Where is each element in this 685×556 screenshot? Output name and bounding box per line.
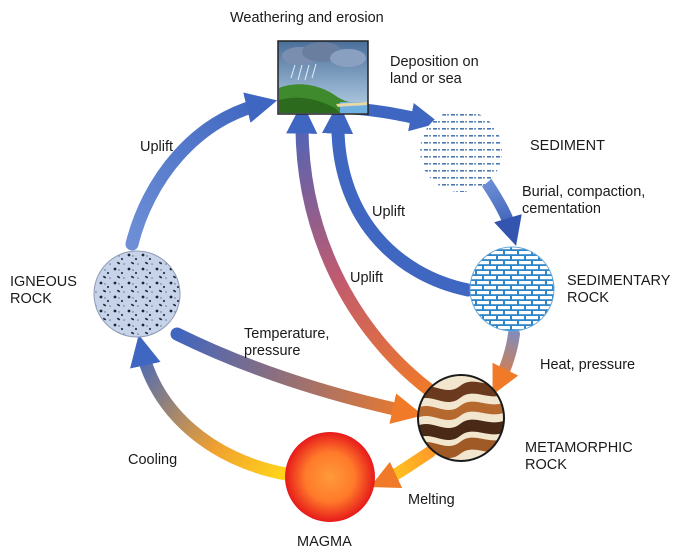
label-cooling: Cooling <box>128 452 178 468</box>
magma-illustration <box>285 432 375 522</box>
label-igneous-rock: IGNEOUS ROCK <box>10 274 77 307</box>
arrow-uplift-center <box>286 102 439 399</box>
label-uplift-center: Uplift <box>350 270 384 286</box>
label-temperature-pressure: Temperature, pressure <box>244 326 330 359</box>
label-melting: Melting <box>408 492 455 508</box>
arrow-cooling <box>130 334 293 481</box>
arrow-uplift-left <box>125 92 278 251</box>
label-deposition: Deposition on land or sea <box>390 54 479 87</box>
metamorphic-rock-illustration <box>417 374 505 462</box>
label-sedimentary-rock: SEDIMENTARY ROCK <box>567 273 671 306</box>
arrow-heat-pressure <box>492 328 520 395</box>
label-heat-pressure: Heat, pressure <box>540 357 636 373</box>
arrow-temperature-pressure <box>170 327 424 424</box>
sedimentary-rock-illustration <box>469 246 555 332</box>
arrow-burial <box>481 177 522 246</box>
label-uplift-mid: Uplift <box>372 204 406 220</box>
label-sediment: SEDIMENT <box>530 138 605 154</box>
label-burial-compaction: Burial, compaction, cementation <box>522 184 646 217</box>
arrow-uplift-mid <box>321 102 475 297</box>
label-metamorphic-rock: METAMORPHIC ROCK <box>525 440 633 473</box>
label-uplift-left: Uplift <box>140 139 174 155</box>
weathering-illustration <box>277 40 369 115</box>
label-weathering-erosion: Weathering and erosion <box>230 10 384 26</box>
label-magma: MAGMA <box>297 534 352 550</box>
igneous-rock-illustration <box>93 250 181 338</box>
arrow-melting <box>369 446 436 488</box>
sediment-illustration <box>420 110 502 192</box>
